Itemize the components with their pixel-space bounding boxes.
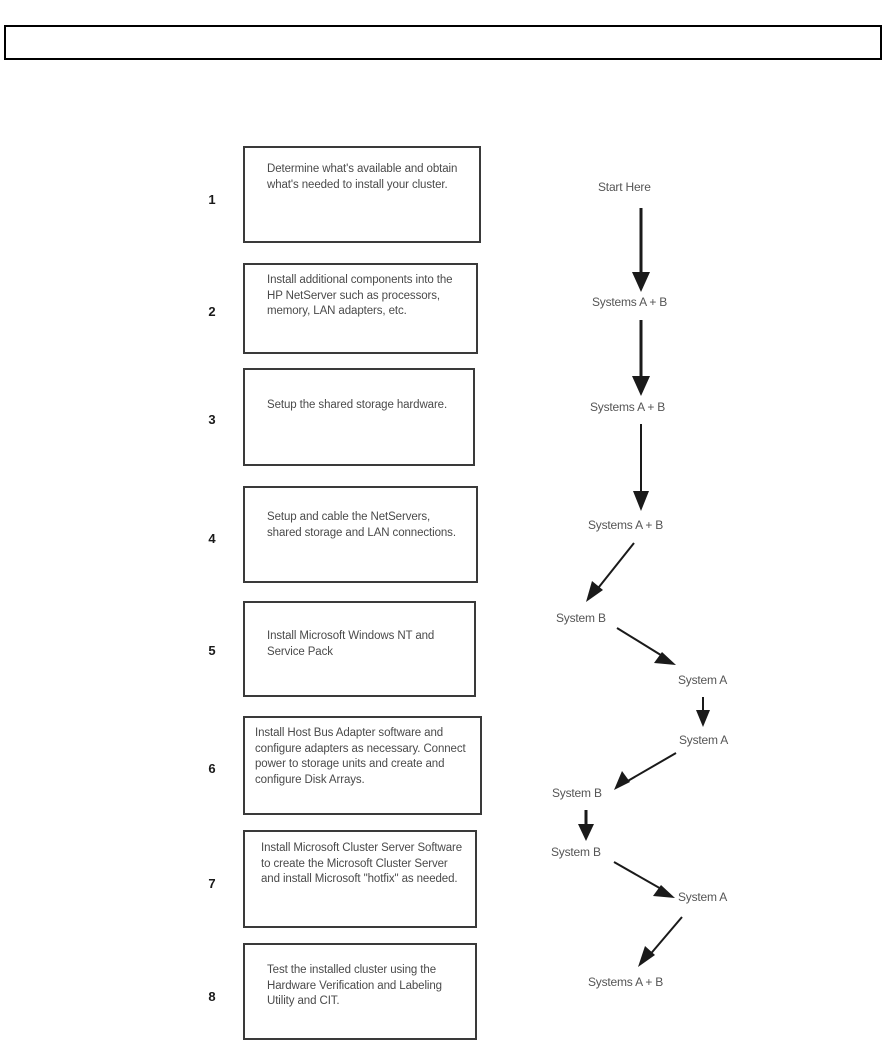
flow-node-systems-ab-2: Systems A + B [590, 400, 666, 414]
step-text-5: Install Microsoft Windows NT and Service… [267, 630, 435, 658]
arrow-systemb1-to-systema1 [616, 627, 676, 665]
step-number-3: 3 [208, 412, 216, 427]
step-box-1[interactable]: Determine what's available and obtain wh… [243, 146, 481, 243]
header-bar [4, 25, 882, 60]
arrow-systems1-to-systems2 [632, 320, 650, 396]
step-number-8: 8 [208, 989, 216, 1004]
flow-node-systems-ab-3: Systems A + B [588, 518, 664, 532]
flow-node-system-a-3: System A [678, 890, 728, 904]
arrow-start-to-systems1 [632, 208, 650, 292]
arrow-systema3-to-systems4 [638, 916, 683, 967]
step-text-3: Setup the shared storage hardware. [267, 399, 448, 411]
flow-node-system-b-3: System B [551, 845, 601, 859]
arrow-systems3-to-systemb1 [586, 542, 635, 602]
flow-node-systems-ab-4: Systems A + B [588, 975, 664, 989]
step-box-3[interactable]: Setup the shared storage hardware. [243, 368, 475, 466]
step-number-5: 5 [208, 643, 216, 658]
arrow-systems2-to-systems3 [633, 424, 649, 511]
step-number-7: 7 [208, 876, 216, 891]
step-text-6: Install Host Bus Adapter software and co… [255, 727, 466, 786]
step-box-5[interactable]: Install Microsoft Windows NT and Service… [243, 601, 476, 697]
arrow-systema1-to-systema2 [696, 697, 710, 727]
flow-node-systems-ab-1: Systems A + B [592, 295, 668, 309]
arrow-systemb3-to-systema3 [613, 861, 675, 898]
arrow-systemb2-to-systemb3 [578, 810, 594, 841]
flow-node-system-b-2: System B [552, 786, 602, 800]
flow-node-system-b-1: System B [556, 611, 606, 625]
flow-node-system-a-1: System A [678, 673, 728, 687]
step-box-4[interactable]: Setup and cable the NetServers, shared s… [243, 486, 478, 583]
step-box-6[interactable]: Install Host Bus Adapter software and co… [243, 716, 482, 815]
arrow-systema2-to-systemb2 [614, 752, 677, 790]
step-number-1: 1 [208, 192, 216, 207]
step-number-2: 2 [208, 304, 216, 319]
step-text-8: Test the installed cluster using the Har… [267, 964, 442, 1007]
step-number-6: 6 [208, 761, 216, 776]
step-box-7[interactable]: Install Microsoft Cluster Server Softwar… [243, 830, 477, 928]
flow-node-start-here: Start Here [598, 180, 651, 194]
step-box-8[interactable]: Test the installed cluster using the Har… [243, 943, 477, 1040]
step-text-1: Determine what's available and obtain wh… [267, 163, 458, 191]
step-number-4: 4 [208, 531, 216, 546]
step-text-2: Install additional components into the H… [267, 274, 453, 317]
step-text-4: Setup and cable the NetServers, shared s… [267, 511, 456, 539]
flow-node-system-a-2: System A [679, 733, 729, 747]
header-text [6, 27, 880, 39]
step-box-2[interactable]: Install additional components into the H… [243, 263, 478, 354]
step-text-7: Install Microsoft Cluster Server Softwar… [261, 842, 463, 885]
